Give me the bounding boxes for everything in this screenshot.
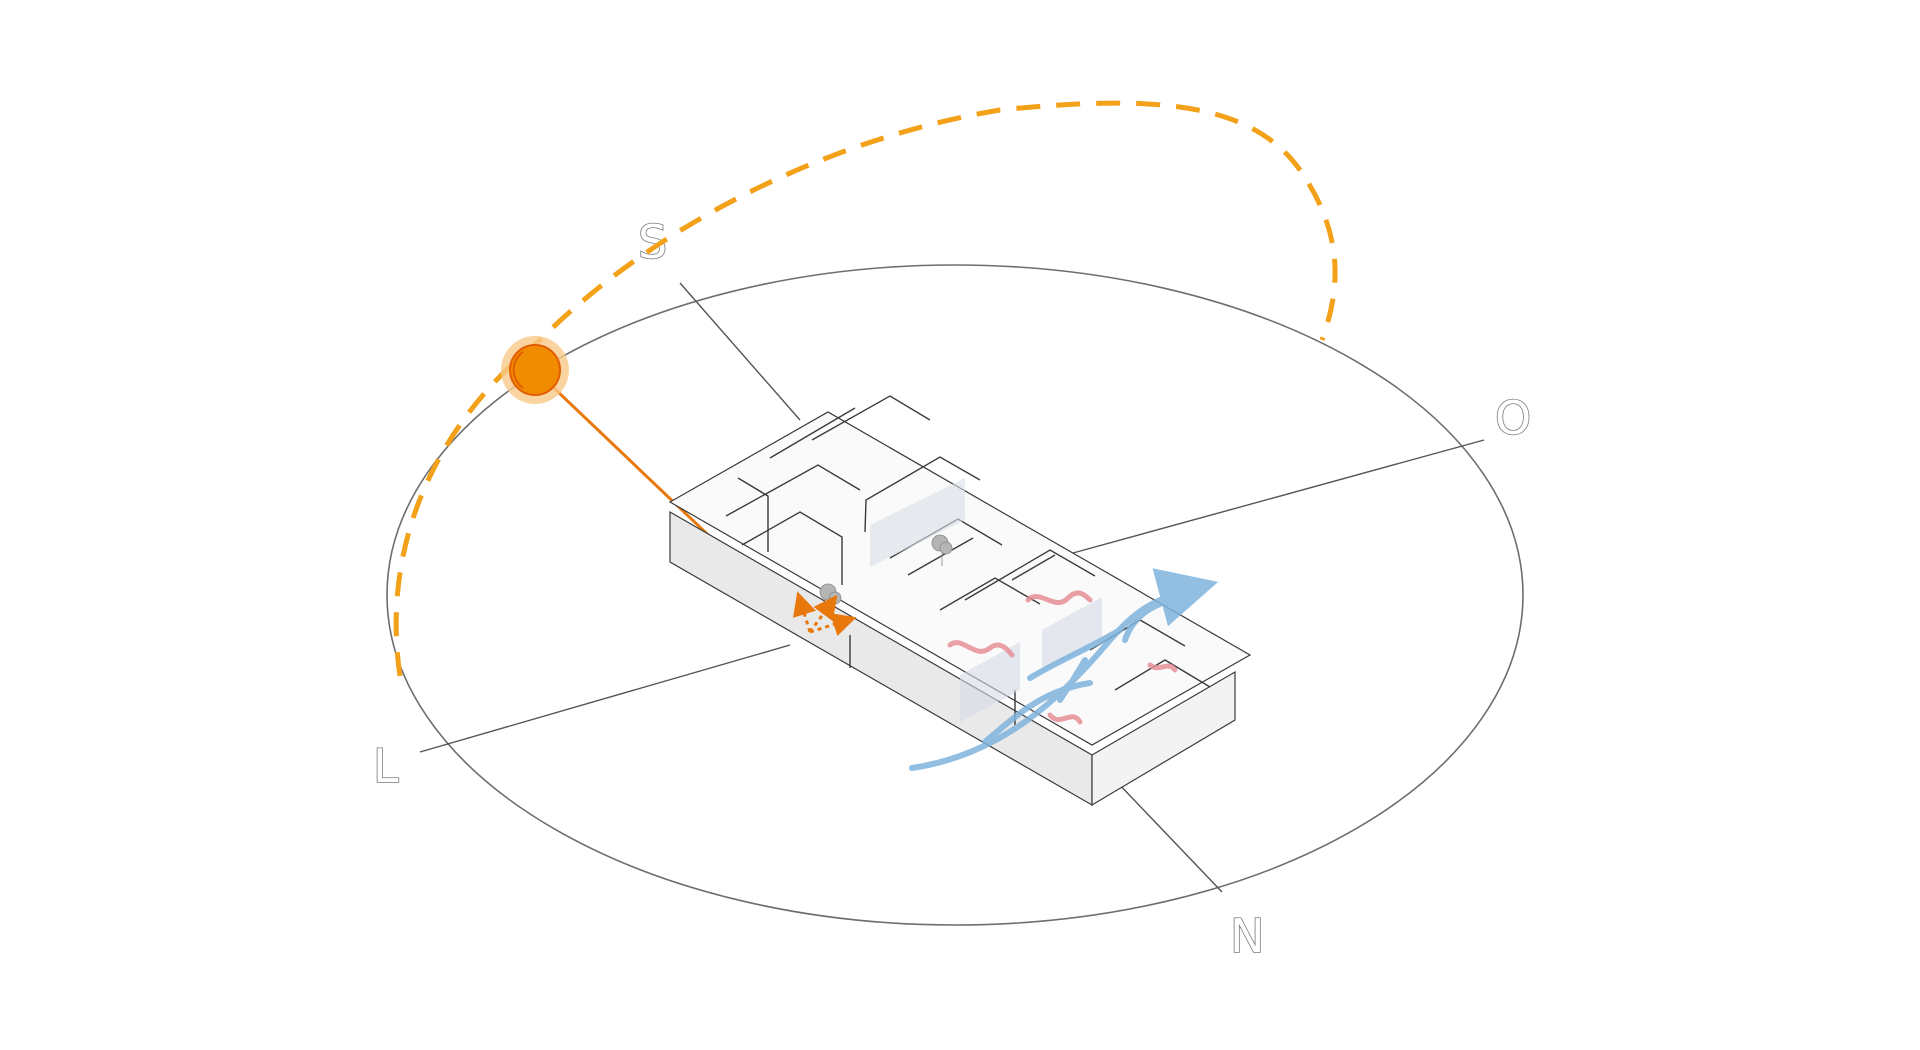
south-label: S [638,215,667,269]
glass-panel [960,642,1020,722]
heat-wave-icon [947,590,1178,725]
building-top-outline [668,411,1252,746]
horizon-ellipse [386,264,1524,926]
east-west-axis-right [1072,439,1485,554]
building-model [668,395,1252,807]
south-north-axis-upper [679,282,801,421]
east-west-axis-left [419,644,791,753]
glass-panel [1042,597,1102,672]
tree-icon [931,534,953,566]
west-label: O [1495,391,1531,445]
reflected-light-arrows [793,591,857,636]
east-label: L [373,739,399,793]
north-label: N [1230,909,1264,963]
south-north-axis-lower [1114,779,1223,893]
sun-icon [501,336,569,404]
sun-path [393,100,1338,677]
wind-arrow-icon [909,568,1219,771]
building-end-wall [1091,670,1236,807]
glass-panel [870,478,965,567]
